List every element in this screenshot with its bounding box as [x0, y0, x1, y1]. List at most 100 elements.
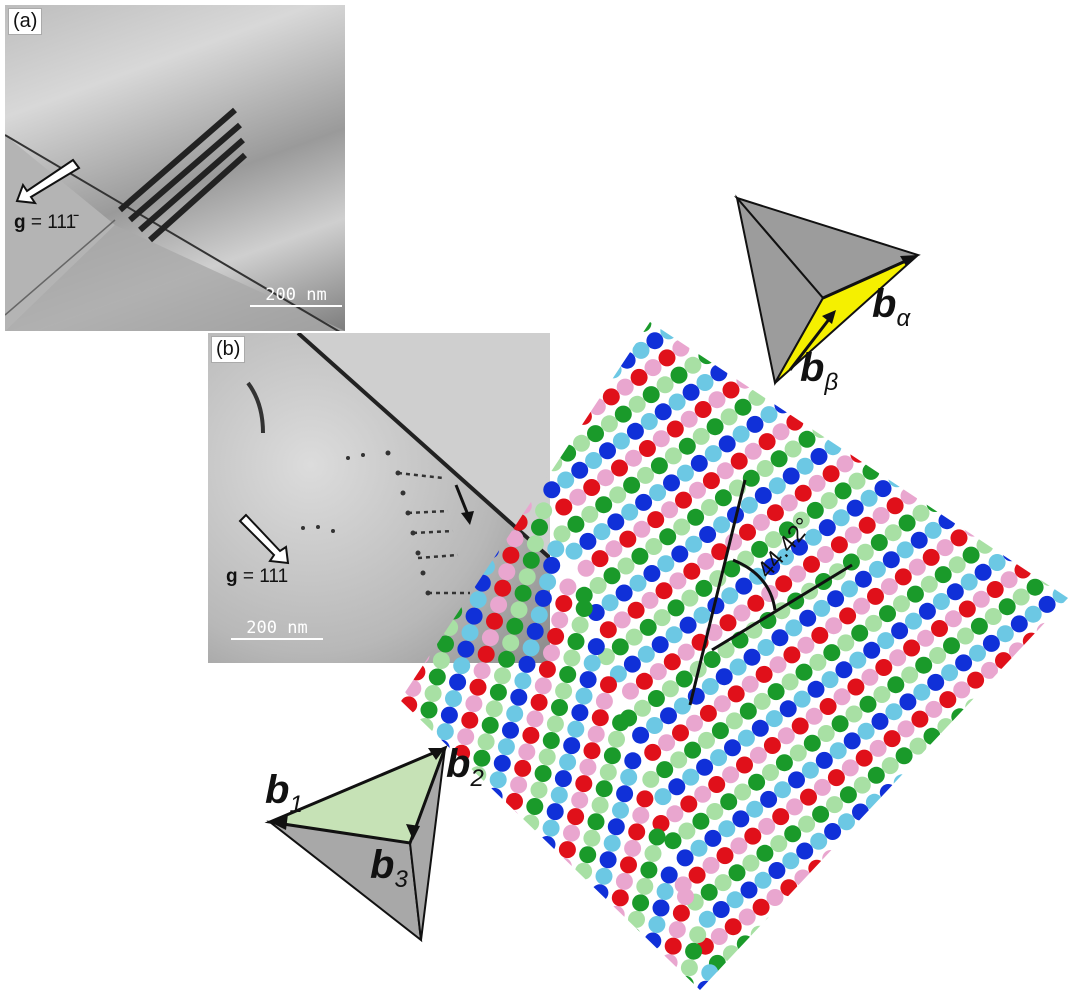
- atom: [819, 698, 837, 715]
- atom: [738, 908, 756, 926]
- atom: [703, 651, 721, 668]
- atom: [644, 743, 662, 761]
- atom: [481, 716, 499, 734]
- atom: [543, 644, 560, 662]
- atom: [920, 575, 938, 593]
- atom: [630, 368, 648, 386]
- atom: [702, 472, 720, 490]
- atom: [632, 894, 650, 912]
- atom: [587, 638, 605, 656]
- atom: [559, 666, 577, 683]
- atom: [539, 573, 557, 591]
- atom: [846, 499, 864, 517]
- atom: [803, 555, 820, 573]
- atom: [789, 565, 807, 583]
- atom: [730, 837, 748, 855]
- atom: [656, 883, 674, 900]
- atom: [772, 808, 790, 826]
- atom: [960, 573, 978, 591]
- atom: [898, 514, 916, 532]
- atom: [943, 637, 960, 655]
- atom: [874, 480, 892, 498]
- atom: [481, 629, 499, 647]
- atom: [628, 395, 646, 413]
- atom: [797, 636, 815, 654]
- atom: [465, 607, 483, 625]
- atom: [681, 589, 699, 607]
- atom: [616, 378, 634, 396]
- atom: [689, 481, 706, 499]
- atom: [555, 682, 573, 700]
- atom: [857, 722, 875, 740]
- atom: [668, 393, 686, 411]
- atom: [673, 518, 691, 536]
- atom: [546, 715, 564, 733]
- atom: [827, 590, 845, 608]
- atom: [730, 452, 748, 470]
- atom: [792, 511, 810, 529]
- atom: [603, 567, 621, 585]
- atom: [687, 508, 705, 526]
- atom: [934, 566, 952, 584]
- atom: [758, 817, 776, 835]
- atom: [751, 719, 769, 737]
- atom: [494, 667, 511, 685]
- atom: [683, 562, 701, 580]
- scale-bar-b: 200 nm: [231, 618, 323, 640]
- atom: [974, 563, 992, 581]
- atom: [657, 555, 675, 573]
- atom: [729, 658, 747, 676]
- atom: [848, 472, 866, 490]
- atom: [595, 496, 613, 514]
- atom: [785, 619, 803, 637]
- tem-b-features: [246, 333, 550, 596]
- atom: [530, 693, 548, 711]
- atom: [858, 516, 876, 534]
- atom: [841, 759, 859, 777]
- atom: [766, 889, 784, 906]
- atom: [772, 423, 790, 441]
- atom: [591, 796, 609, 814]
- atom: [643, 565, 661, 582]
- atom: [870, 534, 888, 551]
- atom: [490, 596, 508, 614]
- atom: [595, 692, 613, 710]
- atom: [672, 904, 690, 922]
- atom: [701, 678, 719, 695]
- atom: [784, 825, 802, 843]
- atom: [591, 709, 609, 727]
- atom: [661, 680, 679, 698]
- atom: [767, 683, 785, 701]
- atom: [551, 611, 569, 629]
- atom: [732, 810, 750, 828]
- atom: [720, 408, 738, 426]
- atom: [652, 899, 670, 917]
- atom: [514, 672, 532, 690]
- atom: [962, 546, 980, 564]
- atom: [510, 776, 528, 794]
- atom: [583, 742, 601, 760]
- atom: [595, 780, 613, 798]
- atom: [623, 655, 641, 673]
- atom: [835, 661, 853, 679]
- atom: [690, 839, 708, 857]
- atom: [486, 612, 503, 630]
- atom: [581, 505, 599, 523]
- atom: [641, 591, 659, 609]
- atom: [624, 752, 642, 770]
- b3-label: b3: [370, 843, 408, 893]
- atom: [724, 739, 741, 757]
- atom: [793, 690, 811, 708]
- atom: [554, 770, 572, 788]
- atom: [642, 386, 660, 404]
- atom: [1026, 578, 1044, 596]
- atom: [615, 872, 633, 890]
- atom: [649, 663, 667, 681]
- atom: [722, 766, 740, 784]
- atom: [531, 518, 548, 536]
- atom: [939, 691, 957, 709]
- atom: [903, 639, 921, 657]
- atom: [720, 793, 738, 811]
- atom: [970, 617, 988, 635]
- atom: [986, 581, 1004, 598]
